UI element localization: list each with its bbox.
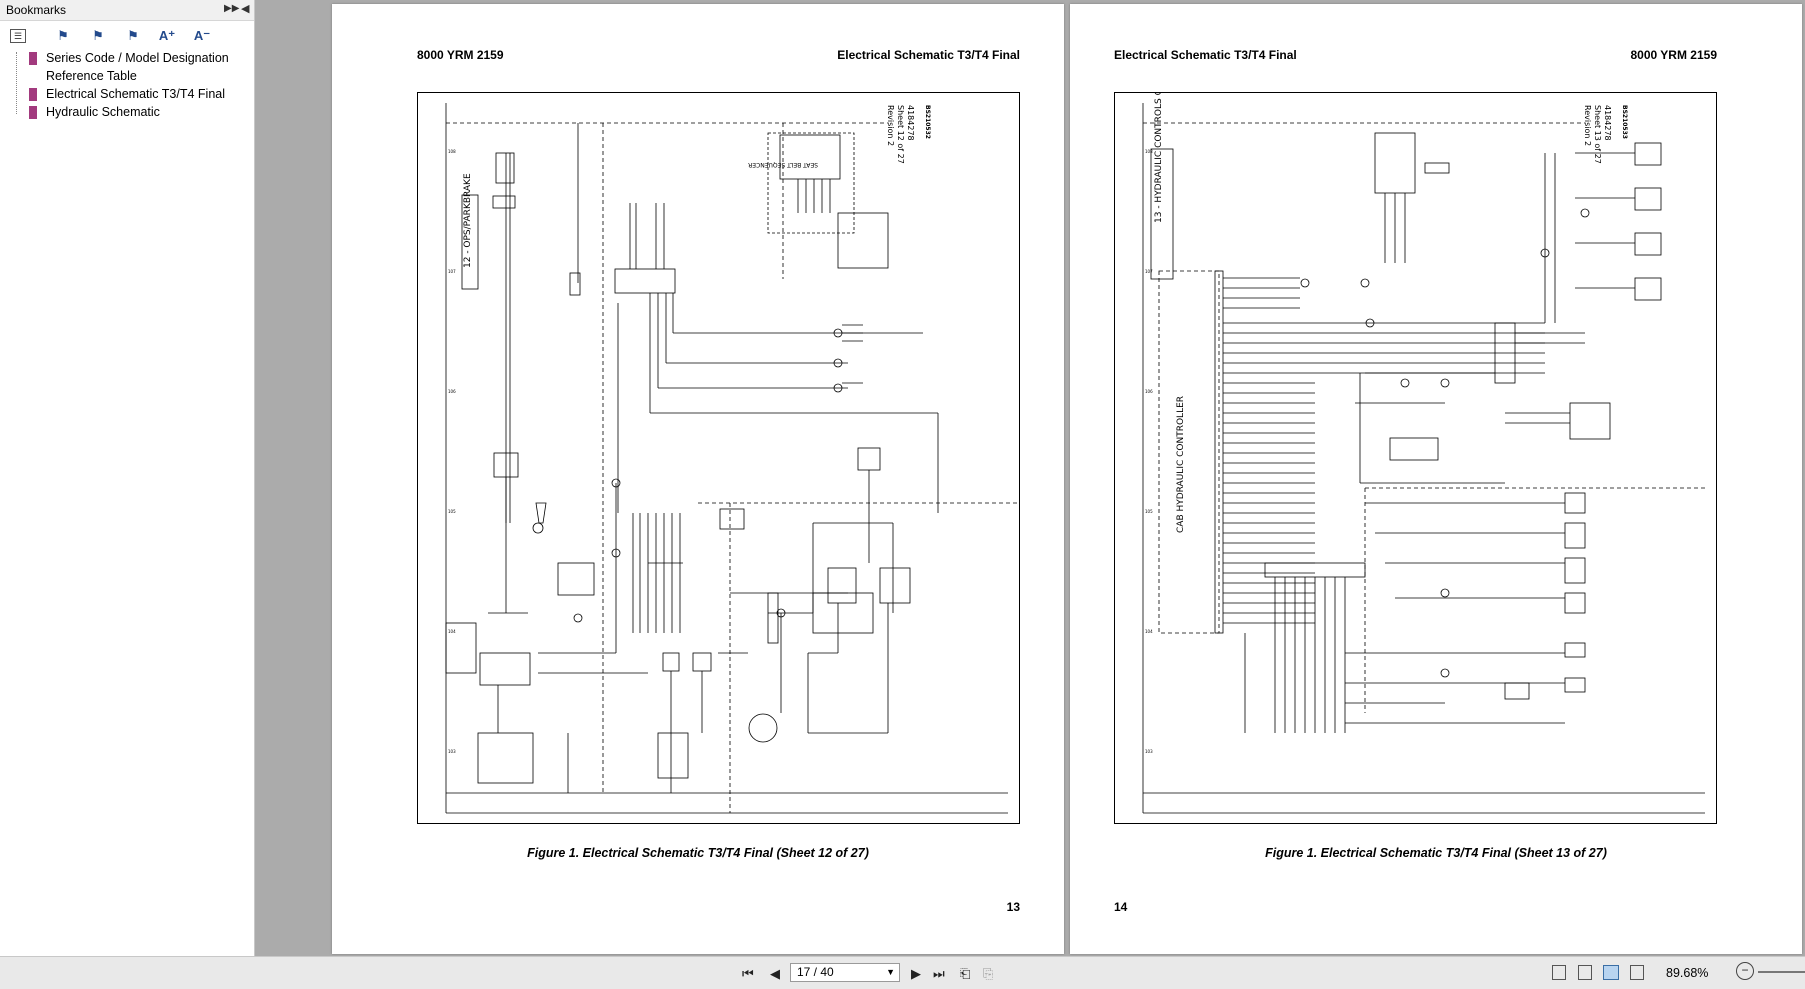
- sheet-doc-number: 4184278: [1603, 105, 1612, 141]
- page-header-left: Electrical Schematic T3/T4 Final: [1114, 48, 1297, 62]
- previous-page-icon[interactable]: ◀: [770, 966, 780, 981]
- last-page-icon[interactable]: ⏭: [933, 966, 945, 981]
- page-header-right: Electrical Schematic T3/T4 Final: [837, 48, 1020, 62]
- page-header-left: 8000 YRM 2159: [417, 48, 504, 62]
- expand-bookmark-icon[interactable]: ⚑: [57, 28, 69, 43]
- decrease-text-icon[interactable]: A⁻: [193, 28, 211, 43]
- next-view-icon[interactable]: ⎘: [983, 966, 994, 981]
- sheet-label: Sheet 13 of 27: [1593, 105, 1602, 164]
- schematic-wiring-diagram: 108 107 106 105 104 103 4184278 Sheet 13 of …: [1142, 93, 1705, 814]
- page-number: 14: [1114, 900, 1128, 914]
- single-page-view-icon[interactable]: [1552, 965, 1566, 980]
- svg-text:107: 107: [448, 269, 456, 274]
- figure-caption: Figure 1. Electrical Schematic T3/T4 Fin…: [1265, 846, 1607, 860]
- sheet-code: BS210533: [1621, 105, 1628, 139]
- svg-text:106: 106: [1145, 389, 1153, 394]
- bookmark-icon: [29, 88, 37, 101]
- bookmarks-title: Bookmarks: [6, 3, 67, 17]
- navigation-toolbar: ⏮ ◀ 17 / 40 ▼ ▶ ⏭ ⎗ ⎘ 89.68% −: [0, 956, 1805, 989]
- schematic-drawing: 108 107 106 105 104 103 4184278 Sheet 13 of …: [1114, 92, 1717, 824]
- svg-text:105: 105: [1145, 509, 1153, 514]
- bookmarks-panel: Bookmarks ▶▶ ◀ ☰ ⚑ ⚑ ⚑ A⁺ A⁻ Series Code…: [0, 0, 255, 956]
- bookmark-options-icon[interactable]: ☰: [10, 29, 26, 43]
- bookmark-item[interactable]: Electrical Schematic T3/T4 Final: [46, 87, 225, 101]
- continuous-facing-view-icon[interactable]: [1630, 965, 1644, 980]
- zoom-level[interactable]: 89.68%: [1666, 966, 1709, 980]
- find-bookmark-icon[interactable]: ⚑: [127, 28, 139, 43]
- svg-text:106: 106: [448, 389, 456, 394]
- document-viewer[interactable]: 8000 YRM 2159 Electrical Schematic T3/T4…: [255, 0, 1805, 956]
- page-display: 17 / 40: [797, 965, 834, 979]
- bookmark-item[interactable]: Reference Table: [46, 69, 137, 83]
- zoom-out-icon[interactable]: −: [1736, 962, 1754, 980]
- svg-text:107: 107: [1145, 269, 1153, 274]
- component-label: SEAT BELT SEQUENCER: [748, 161, 818, 168]
- section-label: 13 - HYDRAULIC CONTROLS CAB: [1154, 93, 1164, 223]
- svg-text:104: 104: [448, 629, 456, 634]
- document-page: Electrical Schematic T3/T4 Final 8000 YR…: [1070, 4, 1802, 954]
- svg-text:108: 108: [448, 149, 456, 154]
- controller-label: CAB HYDRAULIC CONTROLLER: [1176, 396, 1186, 533]
- svg-text:103: 103: [1145, 749, 1153, 754]
- page-number: 13: [1006, 900, 1020, 914]
- sheet-label: Sheet 12 of 27: [896, 105, 905, 164]
- collapse-panel-icon[interactable]: ▶▶: [224, 3, 240, 14]
- schematic-wiring-diagram: 108 107 106 105 104 103 4184278 Sheet 12 of …: [445, 103, 1018, 814]
- bookmark-icon: [29, 106, 37, 119]
- chevron-down-icon[interactable]: ▼: [886, 967, 895, 977]
- svg-text:103: 103: [448, 749, 456, 754]
- bookmark-item[interactable]: Hydraulic Schematic: [46, 105, 160, 119]
- previous-view-icon[interactable]: ⎗: [960, 966, 971, 981]
- increase-text-icon[interactable]: A⁺: [158, 28, 176, 43]
- next-page-icon[interactable]: ▶: [911, 966, 921, 981]
- sheet-code: BS210532: [924, 105, 931, 139]
- collapse-bookmark-icon[interactable]: ⚑: [92, 28, 104, 43]
- svg-text:108: 108: [1145, 149, 1153, 154]
- tree-connector: [16, 52, 17, 114]
- bookmark-icon: [29, 52, 37, 65]
- sheet-revision: Revision 2: [1583, 105, 1592, 146]
- panel-menu-icon[interactable]: ◀: [241, 3, 250, 15]
- facing-view-icon[interactable]: [1603, 965, 1619, 980]
- svg-text:104: 104: [1145, 629, 1153, 634]
- bookmark-item[interactable]: Series Code / Model Designation: [46, 51, 229, 65]
- sheet-revision: Revision 2: [886, 105, 895, 146]
- bookmarks-header: Bookmarks ▶▶ ◀: [0, 0, 254, 21]
- svg-text:105: 105: [448, 509, 456, 514]
- figure-caption: Figure 1. Electrical Schematic T3/T4 Fin…: [527, 846, 869, 860]
- bookmarks-toolbar: ☰ ⚑ ⚑ ⚑ A⁺ A⁻: [0, 21, 254, 48]
- zoom-slider[interactable]: [1758, 971, 1805, 973]
- page-number-input[interactable]: 17 / 40 ▼: [790, 963, 900, 982]
- section-label: 12 - OPS/PARKBRAKE: [463, 173, 473, 268]
- first-page-icon[interactable]: ⏮: [742, 966, 754, 981]
- document-page: 8000 YRM 2159 Electrical Schematic T3/T4…: [332, 4, 1064, 954]
- continuous-view-icon[interactable]: [1578, 965, 1592, 980]
- sheet-doc-number: 4184278: [906, 105, 915, 141]
- schematic-drawing: 108 107 106 105 104 103 4184278 Sheet 12 of …: [417, 92, 1020, 824]
- page-header-right: 8000 YRM 2159: [1630, 48, 1717, 62]
